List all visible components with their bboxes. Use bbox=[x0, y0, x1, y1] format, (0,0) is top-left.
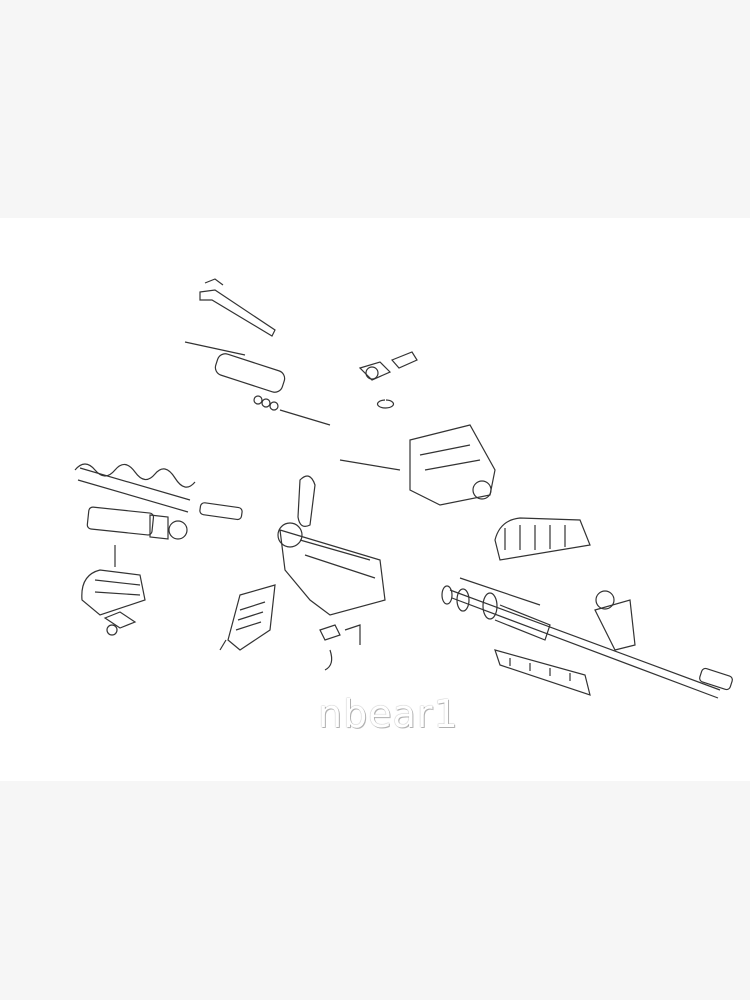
buffer-tube bbox=[86, 506, 188, 540]
print-area: nbear1 bbox=[0, 218, 750, 781]
buffer-spring bbox=[74, 463, 243, 521]
handguard-top bbox=[494, 517, 615, 610]
rear-sight bbox=[358, 351, 418, 409]
pistol-grip bbox=[219, 584, 276, 651]
top-backdrop bbox=[0, 0, 750, 218]
stock bbox=[81, 545, 146, 636]
lower-receiver bbox=[277, 475, 386, 616]
watermark: nbear1 bbox=[318, 692, 459, 736]
handguard-bottom bbox=[494, 649, 591, 696]
bolt-carrier bbox=[184, 341, 331, 426]
upper-receiver bbox=[339, 424, 496, 506]
bottom-backdrop bbox=[0, 781, 750, 1000]
trigger-group bbox=[319, 624, 361, 671]
barrel bbox=[441, 577, 733, 699]
exploded-diagram bbox=[74, 278, 733, 699]
charging-handle bbox=[199, 278, 276, 337]
